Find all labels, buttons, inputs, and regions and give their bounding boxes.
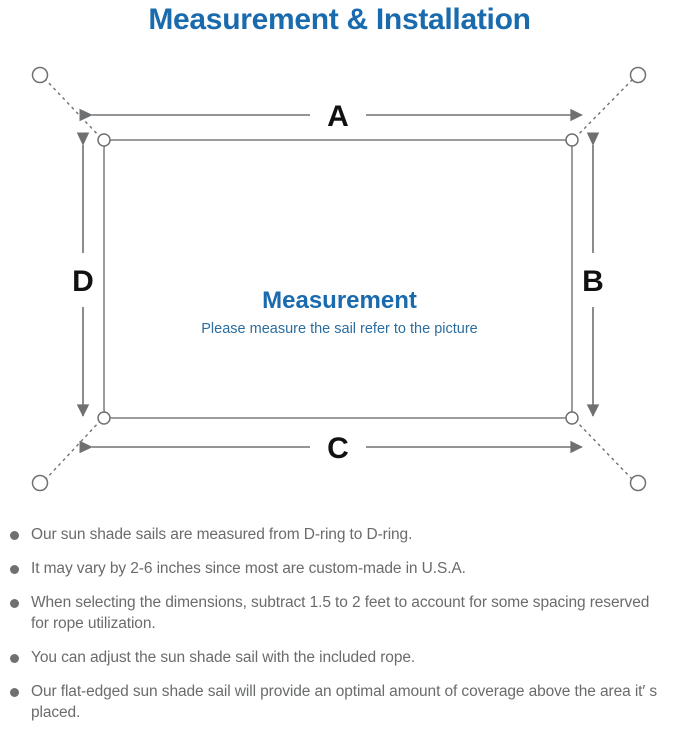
list-item: Our sun shade sails are measured from D-… (0, 524, 679, 545)
shade-sail-diagram: A C D B Measurement Please measure the s… (0, 48, 679, 510)
rope-line-bottom-left (44, 419, 102, 481)
d-ring-top-left (97, 133, 111, 147)
page-title: Measurement & Installation (148, 3, 531, 36)
note-text: Our sun shade sails are measured from D-… (31, 526, 413, 543)
list-item: Our flat-edged sun shade sail will provi… (0, 681, 679, 723)
note-text: It may vary by 2-6 inches since most are… (31, 560, 466, 577)
note-text: Our flat-edged sun shade sail will provi… (31, 683, 658, 721)
list-item: You can adjust the sun shade sail with t… (0, 647, 679, 668)
dimension-label-a: A (327, 100, 349, 133)
bullet-icon (10, 565, 19, 574)
dimension-label-c: C (327, 432, 349, 465)
rope-line-top-left (44, 78, 102, 139)
anchor-point-top-right (629, 66, 647, 84)
sail-body (103, 139, 573, 419)
bullet-icon (10, 688, 19, 697)
list-item: It may vary by 2-6 inches since most are… (0, 558, 679, 579)
dimension-label-b: B (582, 265, 604, 298)
anchor-point-top-left (31, 66, 49, 84)
d-ring-bottom-right (565, 411, 579, 425)
bullet-icon (10, 654, 19, 663)
list-item: When selecting the dimensions, subtract … (0, 592, 679, 634)
rope-line-bottom-right (574, 419, 634, 481)
anchor-point-bottom-right (629, 474, 647, 492)
d-ring-top-right (565, 133, 579, 147)
anchor-point-bottom-left (31, 474, 49, 492)
note-text: You can adjust the sun shade sail with t… (31, 649, 416, 666)
rope-line-top-right (574, 78, 634, 139)
note-text: When selecting the dimensions, subtract … (31, 594, 650, 632)
bullet-icon (10, 531, 19, 540)
notes-list: Our sun shade sails are measured from D-… (0, 524, 679, 736)
dimension-label-d: D (72, 265, 94, 298)
d-ring-bottom-left (97, 411, 111, 425)
bullet-icon (10, 599, 19, 608)
